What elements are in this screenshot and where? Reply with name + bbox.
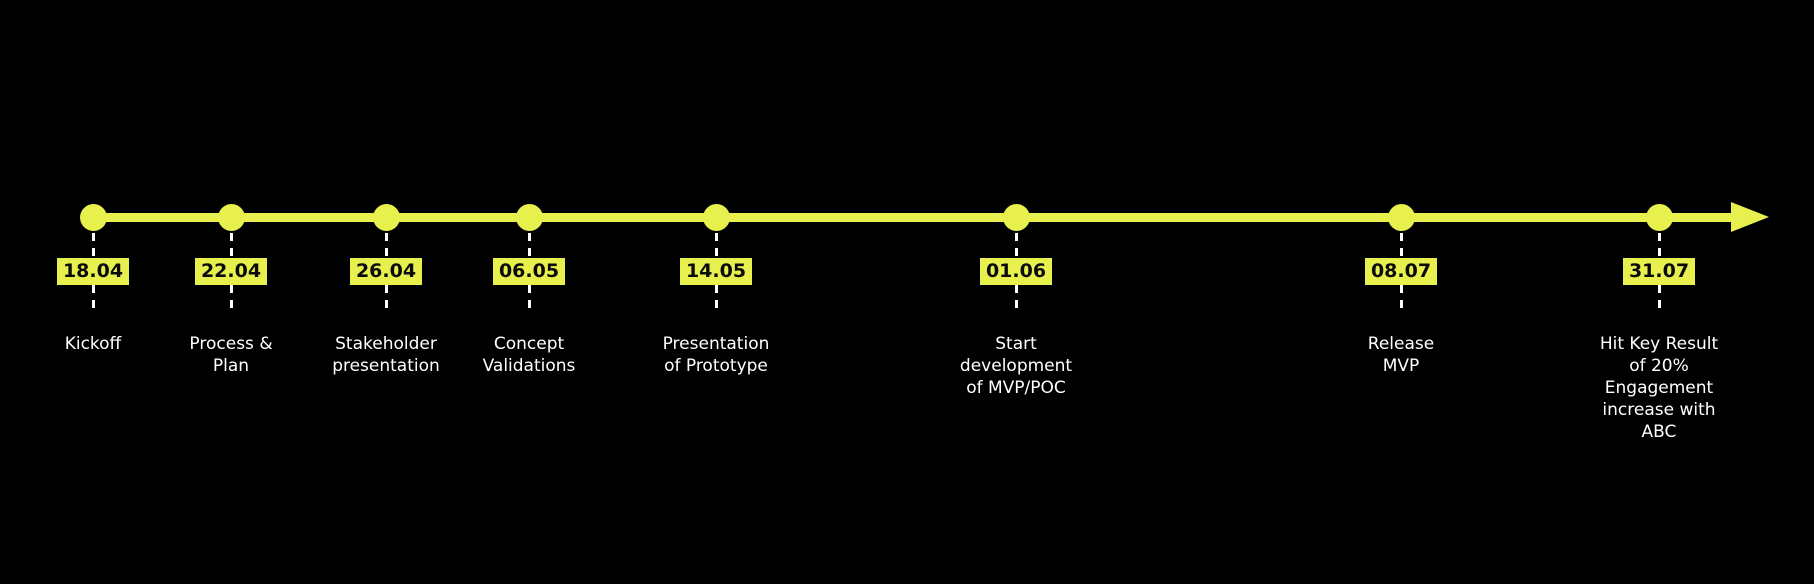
milestone-connector (527, 233, 531, 258)
milestone-connector (1657, 233, 1661, 258)
milestone-dot (1387, 204, 1415, 231)
milestone-connector (1014, 233, 1018, 258)
milestone-connector (714, 285, 718, 311)
milestone-connector (1657, 285, 1661, 311)
milestone-dot (372, 204, 400, 231)
milestone-label: Start development of MVP/POC (959, 334, 1073, 398)
milestone-date-badge: 08.07 (1364, 258, 1438, 285)
timeline-milestone: 26.04 Stakeholder presentation (306, 204, 466, 377)
milestone-date-badge: 06.05 (492, 258, 566, 285)
milestone-connector (229, 233, 233, 258)
milestone-date-badge: 22.04 (194, 258, 268, 285)
arrow-right-icon (1731, 202, 1769, 232)
milestone-connector (384, 233, 388, 258)
milestone-dot (1002, 204, 1030, 231)
timeline-milestone: 14.05 Presentation of Prototype (636, 204, 796, 377)
milestone-connector (1399, 285, 1403, 311)
milestone-date-badge: 01.06 (979, 258, 1053, 285)
milestone-dot (702, 204, 730, 231)
timeline-milestone: 18.04 Kickoff (13, 204, 173, 355)
milestone-label: Stakeholder presentation (332, 334, 440, 376)
milestone-connector (714, 233, 718, 258)
milestone-dot (217, 204, 245, 231)
milestone-label: Presentation of Prototype (662, 334, 770, 376)
milestone-date-badge: 18.04 (56, 258, 130, 285)
milestone-date-badge: 26.04 (349, 258, 423, 285)
milestone-label: Hit Key Result of 20% Engagement increas… (1599, 334, 1719, 442)
milestone-label: Process & Plan (189, 334, 273, 376)
timeline-milestone: 08.07 Release MVP (1321, 204, 1481, 377)
milestone-dot (79, 204, 107, 231)
milestone-dot (515, 204, 543, 231)
milestone-label: Kickoff (64, 334, 122, 354)
milestone-connector (91, 233, 95, 258)
milestone-connector (1014, 285, 1018, 311)
timeline-milestone: 31.07 Hit Key Result of 20% Engagement i… (1579, 204, 1739, 443)
milestone-connector (384, 285, 388, 311)
timeline-milestone: 01.06 Start development of MVP/POC (936, 204, 1096, 399)
milestone-date-badge: 14.05 (679, 258, 753, 285)
timeline-line (93, 213, 1733, 222)
milestone-connector (91, 285, 95, 311)
milestone-connector (527, 285, 531, 311)
milestone-dot (1645, 204, 1673, 231)
milestone-connector (229, 285, 233, 311)
milestone-label: Release MVP (1367, 334, 1435, 376)
milestone-date-badge: 31.07 (1622, 258, 1696, 285)
timeline-milestone: 06.05 Concept Validations (449, 204, 609, 377)
milestone-connector (1399, 233, 1403, 258)
milestone-label: Concept Validations (482, 334, 576, 376)
timeline-milestone: 22.04 Process & Plan (151, 204, 311, 377)
